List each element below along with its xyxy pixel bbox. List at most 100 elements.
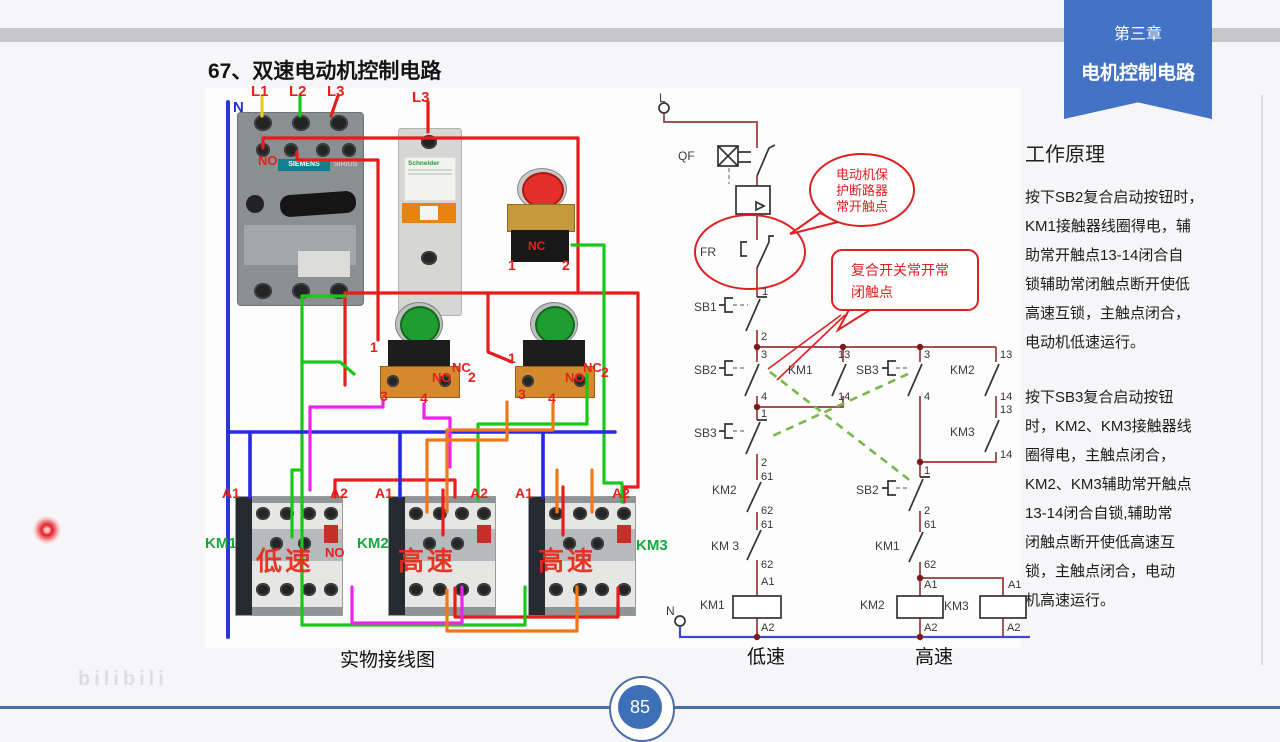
sch-sb3r: SB3: [856, 363, 879, 377]
km3-a1: A1: [515, 485, 533, 501]
sch-km3coil: KM3: [944, 599, 969, 613]
t-sb3-1: 1: [761, 408, 768, 420]
page-number-badge: 85: [618, 685, 662, 729]
right-divider: [1261, 95, 1263, 665]
km2-speed: 高速: [398, 546, 457, 576]
chapter-number: 第三章: [1113, 26, 1162, 43]
breaker-lever: [402, 203, 456, 223]
sch-km3aux: KM3: [950, 425, 975, 439]
schneider-breaker: Schneider: [398, 128, 462, 316]
km2-name: KM2: [357, 535, 389, 552]
principle-panel: 工作原理 按下SB2复合启动按钮时， KM1接触器线圈得电，辅 助常开触点13-…: [1025, 138, 1247, 641]
sch-fr: FR: [700, 245, 716, 259]
red-pushbutton: [505, 168, 577, 268]
sb2-label-2: 2: [468, 369, 476, 385]
km1-a2: A2: [330, 485, 348, 501]
label-l3: L3: [327, 83, 345, 100]
label-l1: L1: [251, 83, 269, 100]
sch-km1aux: KM1: [788, 363, 813, 377]
t-sb1-1: 1: [762, 286, 769, 298]
sb2-label-1: 1: [370, 339, 378, 355]
label-no-breaker: NO: [258, 153, 278, 168]
km2-a1: A1: [375, 485, 393, 501]
sb3-label-nc: NC: [583, 360, 602, 375]
principle-para-1: 按下SB2复合启动按钮时， KM1接触器线圈得电，辅 助常开触点13-14闭合自…: [1025, 189, 1204, 351]
sch-km3nc: KM 3: [711, 539, 740, 553]
label-l2: L2: [289, 83, 307, 100]
t-km2-62: 62: [761, 505, 774, 517]
button-body: [388, 340, 450, 366]
label-neutral: N: [233, 99, 244, 116]
sch-km1nc: KM1: [875, 539, 900, 553]
sch-sb2r: SB2: [856, 483, 879, 497]
t-km2coil-a1: A1: [924, 579, 938, 591]
km1-speed: 低速: [256, 546, 315, 576]
breaker-spec-label: [298, 251, 350, 277]
button-mount-plate: [507, 204, 575, 232]
t-km1r-61: 61: [924, 519, 937, 531]
km3-name: KM3: [636, 537, 668, 554]
laser-pointer-dot: [33, 516, 61, 544]
km3-speed: 高速: [538, 546, 597, 576]
sb2-label-4: 4: [420, 390, 428, 406]
label-redbutton-2: 2: [562, 257, 570, 273]
sch-sb2: SB2: [694, 363, 717, 377]
label-redbutton-1: 1: [508, 257, 516, 273]
t-km3r-14: 14: [1000, 449, 1013, 461]
km2-a2: A2: [470, 485, 488, 501]
schematic-caption-high: 高速: [915, 647, 954, 668]
t-sb2-3: 3: [761, 349, 768, 361]
sb3-label-4: 4: [548, 390, 556, 406]
t-sb2r-2: 2: [924, 505, 931, 517]
sch-sb1: SB1: [694, 300, 717, 314]
km1-name: KM1: [205, 535, 237, 552]
t-km1-13: 13: [838, 349, 851, 361]
t-km3coil-a2: A2: [1007, 622, 1021, 634]
label-nc-redbutton: NC: [528, 239, 546, 253]
t-sb2-4: 4: [761, 391, 768, 403]
siemens-motor-breaker: SIEMENS SIRIUS: [237, 112, 364, 306]
t-km3-61: 61: [761, 519, 774, 531]
annotation-bubble-2: 复合开关常开常 闭触点: [851, 262, 949, 300]
principle-heading: 工作原理: [1025, 144, 1105, 166]
t-sb3-2: 2: [761, 457, 768, 469]
breaker-rotary-handle: [279, 190, 357, 218]
label-l3-breaker: L3: [412, 89, 430, 106]
t-sb2r-1: 1: [924, 465, 931, 477]
sb3-label-3: 3: [518, 386, 526, 402]
sb3-label-2: 2: [601, 364, 609, 380]
t-km3r-13: 13: [1000, 404, 1013, 416]
button-body: [523, 340, 585, 366]
sch-km1coil: KM1: [700, 598, 725, 612]
km1-a1: A1: [222, 485, 240, 501]
sb2-label-3: 3: [380, 388, 388, 404]
sch-l: L: [659, 91, 666, 105]
watermark: bilibili: [78, 668, 168, 690]
sch-km2coil: KM2: [860, 598, 885, 612]
green-pushbutton-sb2: [380, 302, 460, 402]
t-km2r-14: 14: [1000, 391, 1013, 403]
principle-para-2: 按下SB3复合启动按钮 时，KM2、KM3接触器线 圈得电，主触点闭合， KM2…: [1025, 389, 1192, 609]
sch-sb3: SB3: [694, 426, 717, 440]
km3-a2: A2: [612, 485, 630, 501]
green-button-cap: [400, 306, 440, 344]
sb3-label-1: 1: [508, 350, 516, 366]
green-pushbutton-sb3: [515, 302, 595, 402]
t-km1coil-a1: A1: [761, 576, 775, 588]
photo-caption: 实物接线图: [340, 650, 436, 671]
schematic-caption-low: 低速: [747, 647, 786, 668]
chapter-ribbon: 第三章 电机控制电路: [1064, 0, 1212, 119]
t-km3-62: 62: [761, 559, 774, 571]
red-button-cap: [522, 172, 564, 208]
km1-no: NO: [325, 545, 345, 560]
top-gray-strip: [0, 28, 1280, 42]
page-title: 67、双速电动机控制电路: [208, 60, 442, 83]
breaker-dial: [246, 195, 264, 213]
t-sb3r-4: 4: [924, 391, 931, 403]
siemens-brand-label: SIEMENS: [278, 159, 330, 171]
chapter-title: 电机控制电路: [1080, 63, 1195, 84]
annotation-bubble-1: 电动机保 护断路器 常开触点: [835, 167, 888, 214]
sch-km2nc: KM2: [712, 483, 737, 497]
sb3-label-no: NO: [565, 370, 585, 385]
